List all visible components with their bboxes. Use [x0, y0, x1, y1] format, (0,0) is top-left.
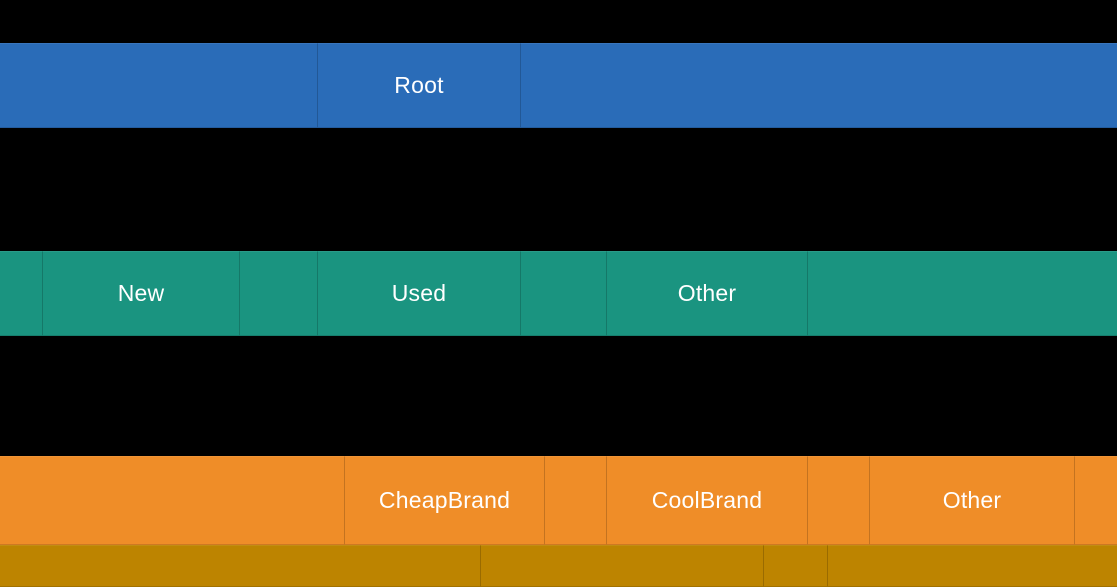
- icicle-node-label: Root: [394, 72, 444, 98]
- icicle-node-label: CoolBrand: [651, 487, 763, 513]
- icicle-node-unlabeled[interactable]: [521, 43, 1117, 128]
- icicle-node-unlabeled[interactable]: [0, 456, 345, 545]
- icicle-node-label: New: [117, 280, 165, 306]
- icicle-node-root[interactable]: Root: [318, 43, 521, 128]
- icicle-node-label: Other: [677, 280, 737, 306]
- icicle-node-unlabeled[interactable]: [808, 251, 1117, 336]
- icicle-node-unlabeled[interactable]: [0, 545, 481, 587]
- icicle-node-other[interactable]: Other: [870, 456, 1075, 545]
- icicle-node-new[interactable]: New: [43, 251, 240, 336]
- icicle-row-depth-1: New Used Other: [0, 251, 1117, 336]
- icicle-node-unlabeled[interactable]: [0, 251, 43, 336]
- icicle-node-unlabeled[interactable]: [828, 545, 1117, 587]
- icicle-row-depth-0: Root: [0, 43, 1117, 128]
- icicle-node-unlabeled[interactable]: [521, 251, 607, 336]
- icicle-node-label: CheapBrand: [378, 487, 511, 513]
- icicle-node-coolbrand[interactable]: CoolBrand: [607, 456, 808, 545]
- icicle-row-depth-3: [0, 545, 1117, 587]
- icicle-node-label: Used: [391, 280, 447, 306]
- icicle-node-unlabeled[interactable]: [1075, 456, 1117, 545]
- icicle-node-other[interactable]: Other: [607, 251, 808, 336]
- icicle-node-label: Other: [942, 487, 1002, 513]
- icicle-node-unlabeled[interactable]: [764, 545, 828, 587]
- icicle-node-cheapbrand[interactable]: CheapBrand: [345, 456, 545, 545]
- icicle-node-unlabeled[interactable]: [481, 545, 764, 587]
- icicle-node-unlabeled[interactable]: [545, 456, 607, 545]
- icicle-row-depth-2: CheapBrand CoolBrand Other: [0, 456, 1117, 545]
- icicle-node-unlabeled[interactable]: [808, 456, 870, 545]
- icicle-node-unlabeled[interactable]: [240, 251, 318, 336]
- icicle-node-used[interactable]: Used: [318, 251, 521, 336]
- icicle-node-unlabeled[interactable]: [0, 43, 318, 128]
